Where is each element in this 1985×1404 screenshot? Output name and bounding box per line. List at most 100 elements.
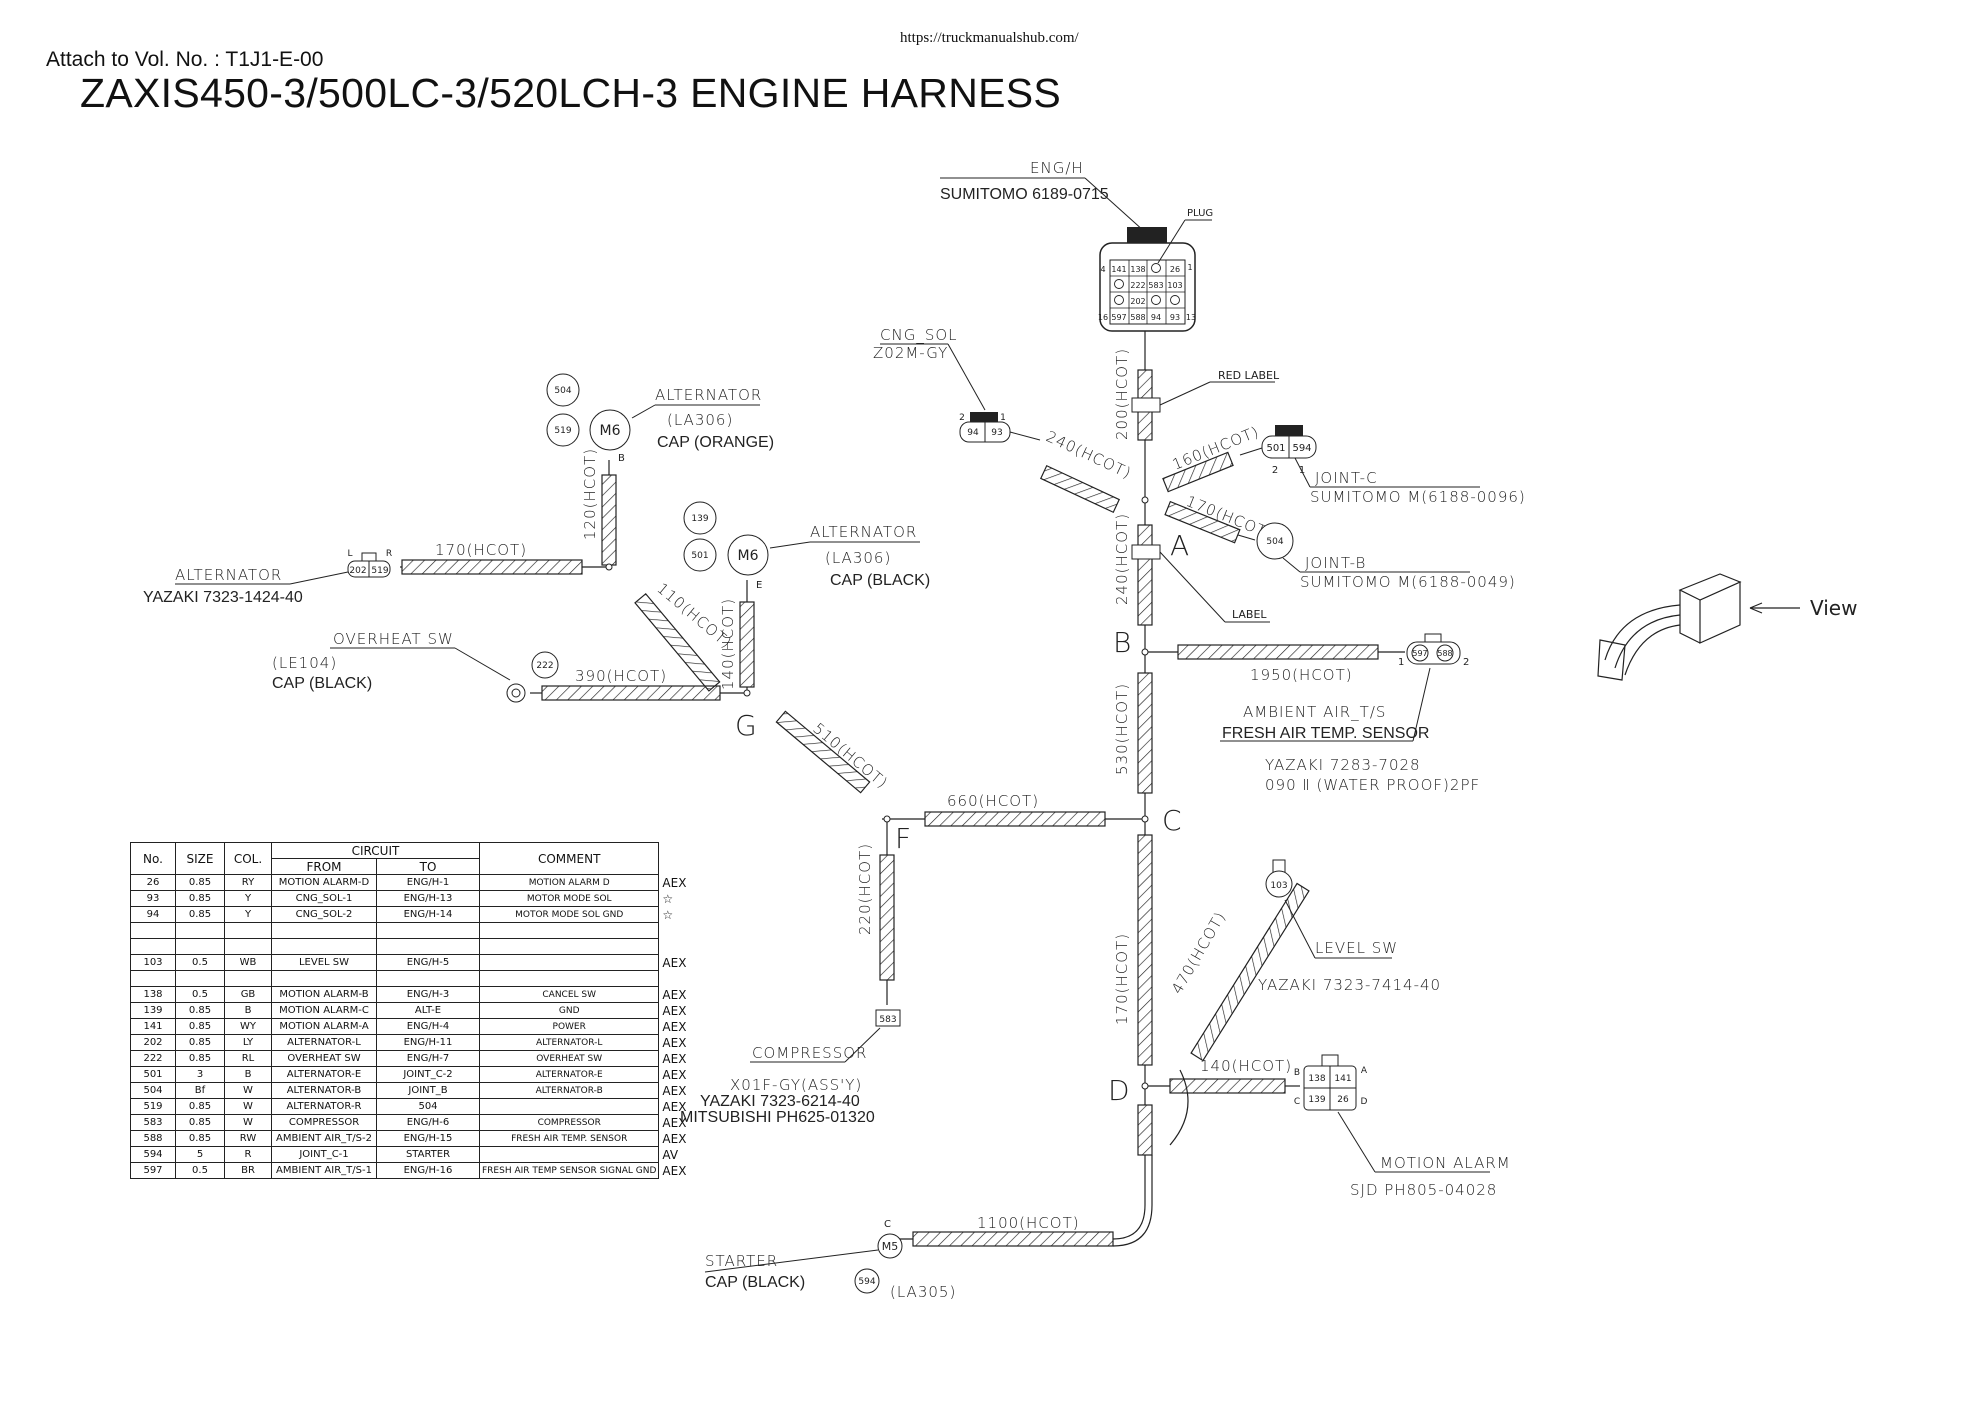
cell-size: 5	[175, 1146, 225, 1163]
seg-120: 120(HCOT)	[581, 448, 599, 540]
cell-comment	[478, 938, 660, 955]
diagram-label: LABEL	[1232, 608, 1267, 621]
cell-ext	[659, 923, 689, 939]
diagram-label: SUMITOMO M(6188-0049)	[1300, 573, 1516, 591]
node-g: G	[735, 709, 757, 742]
diagram-label: 202	[1130, 297, 1145, 306]
diagram-label: 103	[1270, 881, 1287, 891]
diagram-label: 588	[1130, 313, 1145, 322]
cell-from: CNG_SOL-2	[271, 906, 377, 923]
diagram-label: 138	[1130, 265, 1145, 274]
cell-no	[130, 970, 176, 987]
diagram-label: 4	[1100, 265, 1105, 274]
diagram-label: JOINT-C	[1315, 469, 1378, 487]
cell-no: 26	[130, 874, 176, 891]
cell-ext: AEX	[662, 955, 687, 970]
cell-ext: AEX	[662, 1035, 687, 1050]
seg-140-a: 140(HCOT)	[1200, 1057, 1292, 1075]
alternator-black: 139 501 M6 E ALTERNATOR (LA306) CAP (BLA…	[683, 501, 930, 591]
seg-220: 220(HCOT)	[856, 843, 874, 935]
diagram-label: CAP (BLACK)	[705, 1274, 805, 1291]
diagram-label: CAP (BLACK)	[830, 572, 930, 589]
diagram-label: AMBIENT AIR_T/S	[1243, 703, 1386, 721]
cell-to: ENG/H-4	[376, 1018, 480, 1035]
cell-size: 0.85	[175, 1098, 225, 1115]
cell-from: ALTERNATOR-L	[271, 1034, 377, 1051]
diagram-label: (LA305)	[890, 1283, 956, 1301]
diagram-label: 141	[1334, 1074, 1351, 1084]
cell-no: 202	[130, 1034, 176, 1051]
cell-no: 139	[130, 1002, 176, 1019]
diagram-label: 588	[1437, 649, 1452, 658]
red-label: RED LABEL	[1131, 369, 1280, 413]
bundle-160	[1162, 451, 1234, 493]
cell-ext: AEX	[662, 1083, 687, 1098]
cell-comment: POWER	[478, 1018, 660, 1035]
diagram-label: YAZAKI 7323-6214-40	[700, 1093, 860, 1110]
cell-size: 0.85	[175, 1002, 225, 1019]
diagram-label: M5	[882, 1240, 899, 1253]
cell-ext: AEX	[662, 1115, 687, 1130]
diagram-label: M6	[738, 548, 759, 564]
view-sketch	[1597, 573, 1800, 681]
cell-to: ENG/H-7	[376, 1050, 480, 1067]
alternator-yazaki: 202 519 L R ALTERNATOR YAZAKI 7323-1424-…	[143, 549, 392, 606]
seg-530: 530(HCOT)	[1113, 683, 1131, 775]
seg-170-c: 170(HCOT)	[435, 541, 527, 559]
cell-no: 93	[130, 890, 176, 907]
diagram-label: 94	[1151, 313, 1161, 322]
cell-comment: MOTOR MODE SOL	[478, 890, 660, 907]
seg-140-b: 140(HCOT)	[719, 598, 737, 690]
cell-col: Y	[224, 906, 272, 923]
diagram-label: M6	[600, 423, 621, 439]
cell-col: Y	[224, 890, 272, 907]
cell-size	[175, 938, 225, 955]
cell-size: 0.5	[175, 986, 225, 1003]
cell-col: LY	[224, 1034, 272, 1051]
cell-col: BR	[224, 1162, 272, 1179]
cell-ext: ☆	[662, 907, 674, 922]
source-url[interactable]: https://truckmanualshub.com/	[900, 30, 1079, 46]
overheat-sw: 222 OVERHEAT SW (LE104) CAP (BLACK)	[272, 630, 559, 703]
node-f: F	[895, 822, 911, 855]
cell-no: 504	[130, 1082, 176, 1099]
cell-from: ALTERNATOR-B	[271, 1082, 377, 1099]
cell-to: ENG/H-15	[376, 1130, 480, 1147]
cell-comment: CANCEL SW	[478, 986, 660, 1003]
table-row	[130, 922, 689, 939]
diagram-label: A	[1361, 1066, 1368, 1076]
cell-ext: AEX	[662, 875, 687, 890]
cell-comment	[478, 1098, 660, 1115]
diagram-label: 090 Ⅱ (WATER PROOF)2PF	[1265, 776, 1480, 794]
cell-ext: AEX	[662, 1163, 687, 1178]
cell-to	[376, 922, 480, 939]
diagram-label: 594	[858, 1277, 875, 1287]
cell-ext: AEX	[662, 1131, 687, 1146]
cell-no: 141	[130, 1018, 176, 1035]
cell-to: STARTER	[376, 1146, 480, 1163]
diagram-label: MITSUBISHI PH625-01320	[680, 1109, 875, 1126]
diagram-label: 519	[371, 566, 388, 576]
cell-col: W	[224, 1114, 272, 1131]
level-sw-connector: 103 LEVEL SW YAZAKI 7323-7414-40	[1258, 859, 1440, 994]
bundle-170-c	[401, 559, 583, 575]
junction-dots	[605, 496, 1149, 1090]
diagram-label: 202	[349, 566, 366, 576]
diagram-label: 139	[1308, 1095, 1325, 1105]
diagram-label: STARTER	[705, 1252, 778, 1270]
col-to: TO	[376, 858, 480, 875]
cell-size: 3	[175, 1066, 225, 1083]
cell-from: JOINT_C-1	[271, 1146, 377, 1163]
cell-col: GB	[224, 986, 272, 1003]
cell-size: 0.85	[175, 1034, 225, 1051]
diagram-label: 222	[1130, 281, 1145, 290]
bundle-170-b	[1137, 834, 1153, 1066]
cell-to	[376, 970, 480, 987]
diagram-label: 1	[1398, 657, 1404, 668]
